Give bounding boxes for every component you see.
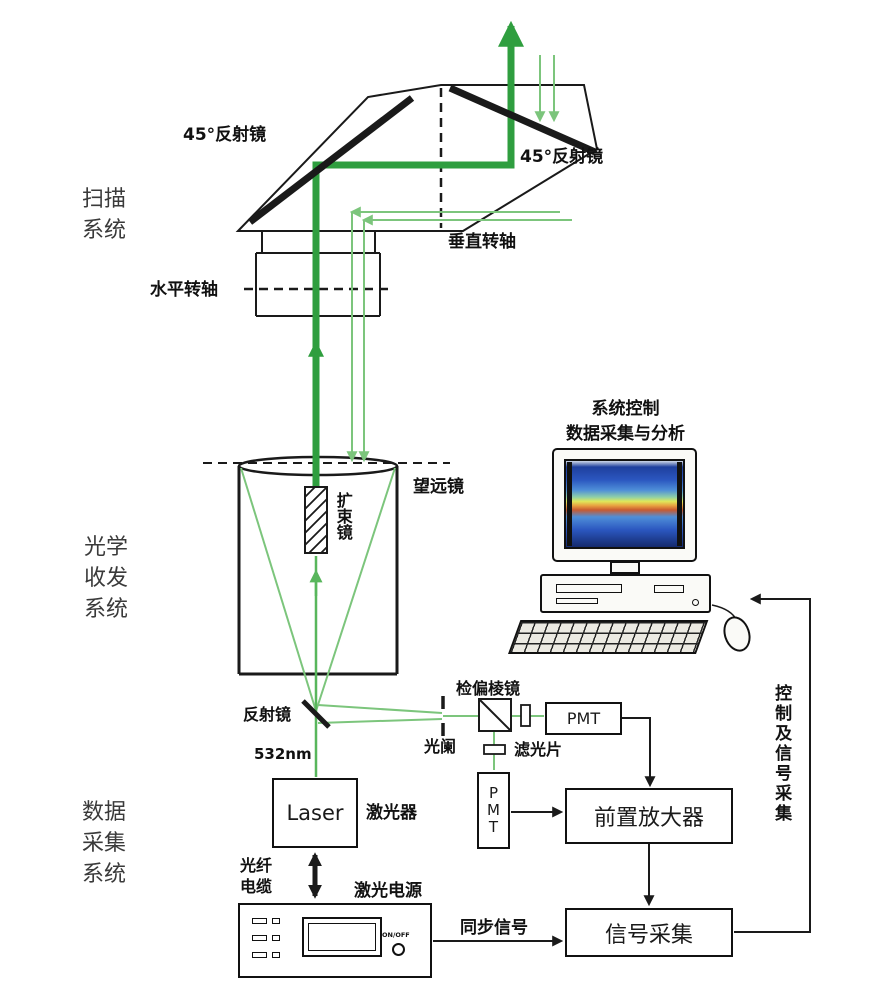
fold-mirror — [301, 699, 331, 729]
label-laser: 激光器 — [366, 803, 417, 823]
label-vertical-axis: 垂直转轴 — [448, 232, 516, 252]
psu-button — [272, 952, 280, 958]
label-left-45-mirror: 45°反射镜 — [183, 125, 267, 145]
analyzer-prism-diagonal — [478, 698, 512, 732]
preamp-label: 前置放大器 — [593, 806, 704, 831]
filter-down — [483, 744, 506, 755]
desktop-case — [540, 574, 711, 613]
signal-connections — [308, 593, 811, 947]
label-laser-psu: 激光电源 — [354, 881, 422, 901]
pmt-top-box: PMT — [545, 702, 622, 735]
optical-components — [247, 84, 597, 755]
laser-psu-box: ON/OFF — [238, 903, 432, 978]
right-45-mirror — [448, 84, 597, 156]
label-control-line: 控制及信号采集 — [771, 684, 792, 824]
monitor-stand — [610, 561, 640, 574]
psu-button — [252, 935, 267, 941]
label-aperture: 光阑 — [424, 737, 457, 756]
scanner-housing — [203, 84, 599, 676]
signal-acquisition-label: 信号采集 — [604, 922, 693, 948]
psu-display-inner — [308, 923, 376, 951]
preamp-box: 前置放大器 — [565, 788, 733, 844]
psu-knob — [392, 943, 405, 956]
monitor-screen — [564, 459, 685, 549]
pmt-side-label: P M T — [487, 783, 500, 837]
label-right-45-mirror: 45°反射镜 — [520, 147, 604, 167]
power-button — [692, 599, 699, 606]
label-analyzer-prism: 检偏棱镜 — [456, 679, 521, 698]
pmt-side-box: P M T — [477, 772, 510, 849]
label-beam-expander: 扩束镜 — [333, 492, 353, 540]
psu-button — [252, 918, 267, 924]
telescope-body — [237, 466, 399, 676]
label-fold-mirror: 反射镜 — [243, 705, 292, 724]
screen-right-bar — [677, 462, 682, 546]
case-slot — [556, 598, 598, 604]
laser-box-label: Laser — [286, 801, 344, 825]
psu-button — [252, 952, 267, 958]
beam-expander-hatch — [304, 486, 328, 554]
floppy-slot — [556, 584, 622, 593]
psu-display — [302, 917, 382, 957]
pmt-to-preamp-line — [622, 717, 656, 788]
laser-box: Laser — [272, 778, 358, 848]
label-computer-caption: 系统控制 数据采集与分析 — [566, 399, 685, 444]
psu-button — [272, 918, 280, 924]
signal-acquisition-box: 信号采集 — [565, 908, 733, 957]
screen-left-bar — [567, 462, 572, 546]
label-fiber-cable: 光纤 电缆 — [240, 856, 273, 896]
section-label-data-system: 数据 采集 系统 — [81, 800, 126, 888]
transmit-beam — [308, 20, 524, 489]
section-label-optics-system: 光学 收发 系统 — [83, 535, 128, 623]
case-vent — [654, 585, 684, 593]
control-feedback-line — [734, 593, 811, 933]
section-label-scan-system: 扫描 系统 — [81, 187, 126, 244]
psu-button — [272, 935, 280, 941]
pmt-top-label: PMT — [566, 709, 601, 728]
label-sync-signal: 同步信号 — [460, 918, 528, 938]
label-filter: 滤光片 — [514, 740, 563, 759]
label-horizontal-axis: 水平转轴 — [150, 280, 218, 300]
label-telescope: 望远镜 — [413, 477, 464, 497]
keyboard — [508, 620, 709, 654]
psu-knob-label: ON/OFF — [382, 931, 410, 939]
label-wavelength: 532nm — [254, 745, 312, 763]
left-45-mirror — [247, 95, 415, 225]
thin-return-beams — [240, 55, 572, 770]
filter-right — [520, 704, 531, 727]
